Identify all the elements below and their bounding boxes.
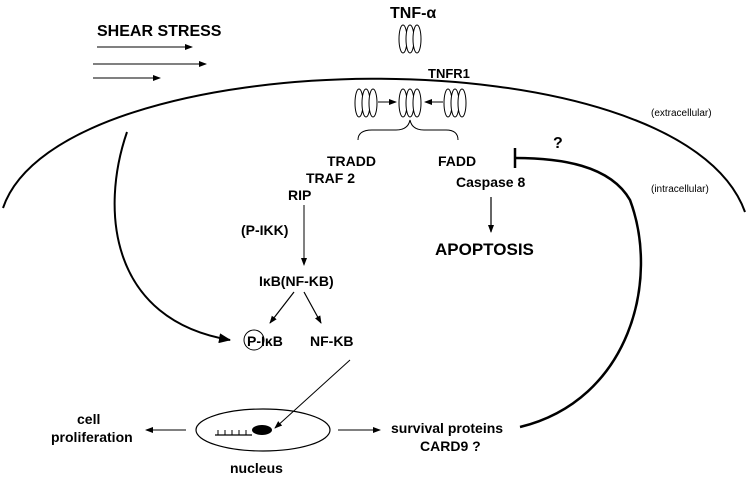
- nfkb-label: NF-KB: [310, 333, 354, 349]
- rip-label: RIP: [288, 187, 311, 203]
- apoptosis-label: APOPTOSIS: [435, 240, 534, 259]
- cell-membrane: [2, 77, 746, 213]
- p-ikk-label: (P-IKK): [241, 222, 288, 238]
- shear-to-pikb-arrow: [113, 131, 231, 344]
- cell-label: cell: [77, 411, 100, 427]
- shear-stress-arrows: [93, 44, 207, 81]
- tnf-alpha-label: TNF-α: [390, 5, 436, 22]
- tradd-label: TRADD: [327, 153, 376, 169]
- shear-stress-label: SHEAR STRESS: [97, 23, 222, 40]
- phosphate-circle: [243, 329, 265, 351]
- tnfr1-label: TNFR1: [428, 66, 470, 81]
- ikb-to-nfkb-arrow: [303, 291, 322, 324]
- nucleus-label: nucleus: [230, 460, 283, 476]
- receptor-center: [398, 88, 422, 118]
- ikb-to-pikb-arrow: [269, 291, 295, 324]
- p-ikb-label: P-IκB: [247, 333, 283, 349]
- transcription-factor-blob: [252, 425, 272, 435]
- traf2-label: TRAF 2: [306, 170, 355, 186]
- fadd-label: FADD: [438, 153, 476, 169]
- receptor-right: [443, 88, 467, 118]
- receptor-left: [354, 88, 378, 118]
- nucleus: [195, 408, 331, 452]
- nfkb-to-nucleus-arrow: [274, 359, 351, 429]
- tnf-alpha-molecule: [398, 24, 422, 54]
- inhibition-feedback-line: [514, 156, 643, 429]
- ikb-nfkb-label: IκB(NF-KB): [259, 273, 334, 289]
- tnfr1-receptors: [354, 88, 467, 118]
- intracellular-label: (intracellular): [651, 184, 709, 195]
- receptor-brace: [357, 119, 459, 141]
- card9-label: CARD9 ?: [420, 438, 481, 454]
- proliferation-label: proliferation: [51, 429, 133, 445]
- question-mark-label: ?: [553, 135, 563, 152]
- survival-proteins-label: survival proteins: [391, 420, 503, 436]
- caspase8-label: Caspase 8: [456, 174, 525, 190]
- extracellular-label: (extracellular): [651, 108, 712, 119]
